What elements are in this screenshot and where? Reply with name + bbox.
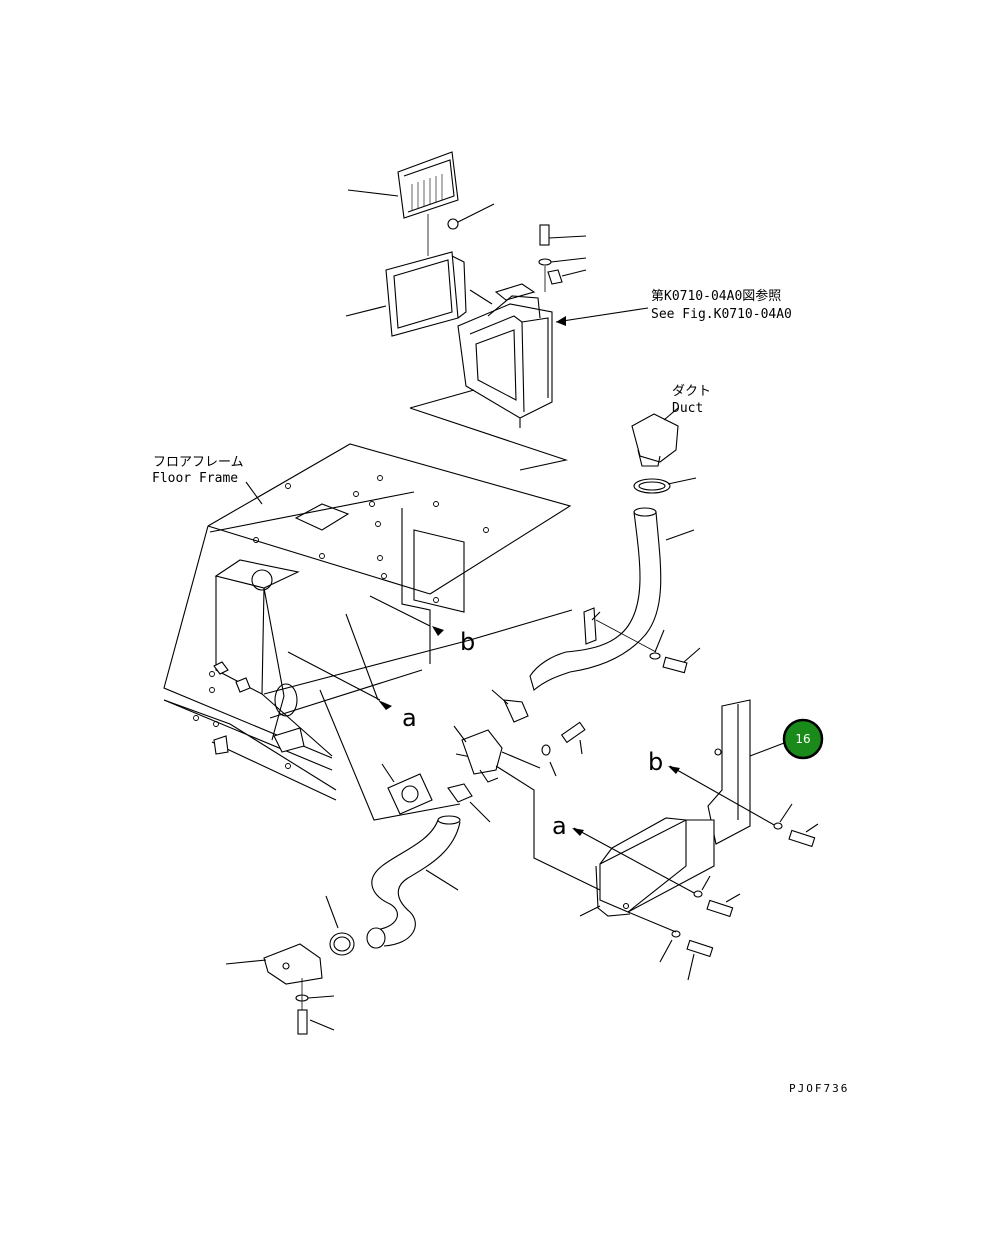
lower-hose-assembly [225, 815, 461, 1035]
view-marker-a-lower: a [552, 812, 567, 840]
view-marker-b-upper: b [460, 628, 475, 656]
view-marker-b-lower: b [648, 748, 663, 776]
filter-cover-assembly [345, 151, 649, 471]
view-marker-a-upper: a [402, 704, 417, 732]
fig-ref-jp: 第K0710-04A0図参照 [651, 288, 781, 304]
duct-assembly: ダクト Duct [529, 384, 711, 691]
elbow-parts [381, 689, 586, 823]
duct-label-en: Duct [672, 401, 703, 416]
floor-frame-label-en: Floor Frame [152, 471, 238, 486]
callout-badge[interactable]: 16 [782, 718, 824, 760]
figure-reference: 第K0710-04A0図参照 See Fig.K0710-04A0 [651, 288, 792, 322]
callout-number[interactable]: 16 [795, 732, 810, 746]
duct-label-jp: ダクト [672, 384, 711, 399]
drawing-code: PJOF736 [789, 1082, 849, 1095]
floor-frame-label-jp: フロアフレーム [153, 455, 244, 470]
duct-cover-assembly: b a [495, 699, 819, 981]
floor-frame: フロアフレーム Floor Frame [152, 443, 573, 821]
fig-ref-en: See Fig.K0710-04A0 [651, 307, 792, 322]
callout-circle[interactable] [782, 718, 824, 760]
